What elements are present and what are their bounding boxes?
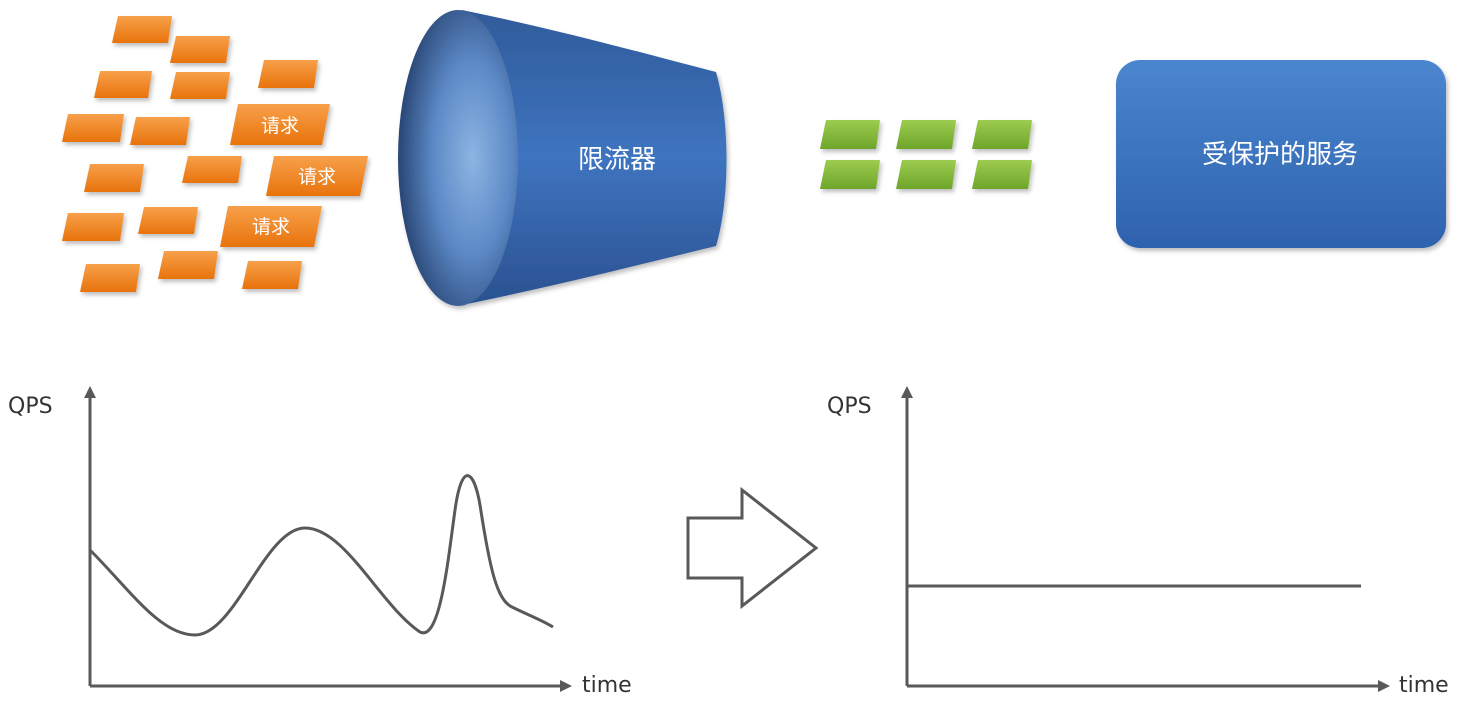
throttled-block <box>896 120 956 149</box>
limiter-label: 限流器 <box>578 145 656 175</box>
throttled-block <box>972 120 1032 149</box>
funnel-mouth <box>398 10 518 306</box>
after-qps-chart: QPS time <box>827 386 1449 698</box>
request-block <box>158 251 218 279</box>
protected-service-box <box>1116 60 1446 248</box>
throttled-block <box>896 160 956 189</box>
right-arrow-outline-icon <box>686 486 819 610</box>
labeled-request-block <box>230 104 330 145</box>
request-block <box>62 114 124 142</box>
throttled-block <box>820 120 880 149</box>
request-block <box>130 117 190 145</box>
before-x-label: time <box>582 673 632 698</box>
request-block <box>138 207 198 234</box>
request-label: 请求 <box>261 115 299 137</box>
before-qps-chart: QPS time <box>8 386 632 698</box>
throttled-block <box>972 160 1032 189</box>
before-qps-curve <box>88 474 554 637</box>
after-y-label: QPS <box>827 394 872 419</box>
service-label: 受保护的服务 <box>1202 140 1358 170</box>
rate-limiter-funnel <box>398 10 727 306</box>
throttled-block <box>820 160 880 189</box>
request-block <box>182 156 242 183</box>
request-block <box>62 213 124 241</box>
labeled-request-block <box>220 206 322 247</box>
request-block <box>170 72 230 99</box>
incoming-requests <box>62 16 368 292</box>
request-block <box>258 60 318 88</box>
request-block <box>94 71 152 98</box>
request-label: 请求 <box>252 216 290 238</box>
after-x-label: time <box>1399 673 1449 698</box>
labeled-request-block <box>266 156 368 196</box>
request-block <box>80 264 140 292</box>
before-y-label: QPS <box>8 394 53 419</box>
request-block <box>112 16 172 43</box>
funnel-body <box>462 10 727 305</box>
request-block <box>170 36 230 63</box>
request-block <box>242 261 302 289</box>
request-label: 请求 <box>298 166 336 188</box>
request-block <box>84 164 144 192</box>
throttled-requests <box>820 120 1032 189</box>
